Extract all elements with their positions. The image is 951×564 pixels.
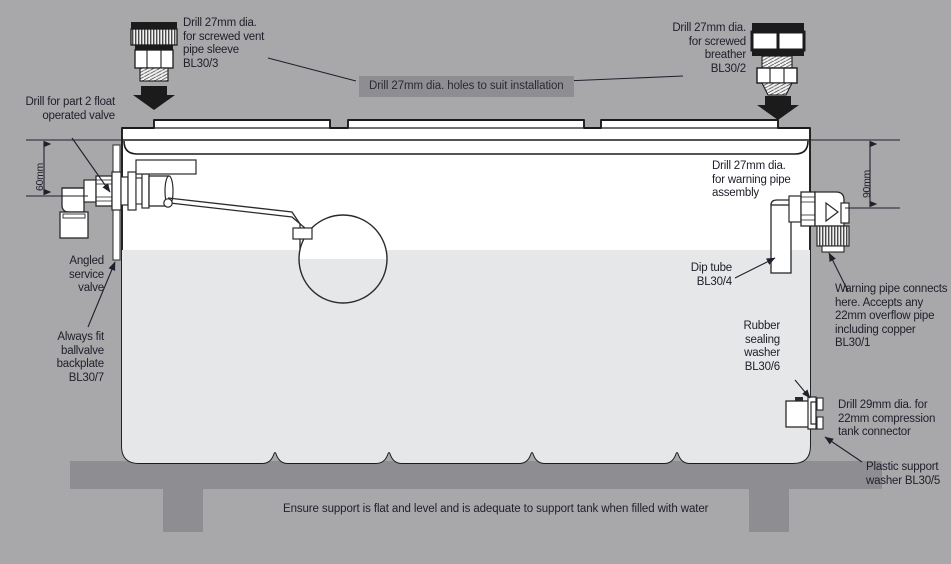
- dimension-label-right: 90mm: [861, 170, 873, 198]
- callout-rubber-sealing-washer: Rubber sealing washer BL30/6: [743, 320, 780, 373]
- support-note: Ensure support is flat and level and is …: [283, 503, 709, 515]
- dip-tube: [770, 199, 792, 274]
- callout-vent-pipe-sleeve: Drill 27mm dia. for screwed vent pipe sl…: [183, 17, 265, 70]
- callout-tank-connector: Drill 29mm dia. for 22mm compression tan…: [838, 399, 936, 439]
- water-tank-body: [121, 119, 811, 464]
- callout-dip-tube: Dip tube BL30/4: [690, 262, 732, 288]
- dimension-label-left: 60mm: [34, 163, 46, 191]
- vent-pipe-sleeve-fitting-icon: [130, 22, 178, 82]
- callout-float-operated-valve: Drill for part 2 float operated valve: [25, 96, 115, 122]
- callout-angled-service-valve: Angled service valve: [68, 255, 104, 295]
- down-arrow-icon: [133, 86, 175, 110]
- breather-fitting-icon: [750, 23, 806, 96]
- banner-drill-holes: Drill 27mm dia. holes to suit installati…: [359, 76, 574, 97]
- support-platform: [70, 461, 882, 532]
- dimension-right: [810, 139, 900, 209]
- dimension-left: [26, 139, 122, 197]
- leader-lines: [71, 57, 863, 463]
- down-arrow-icon: [757, 96, 799, 120]
- warning-pipe-assembly: [788, 191, 850, 253]
- angled-service-valve-assembly: [59, 159, 388, 304]
- callout-breather: Drill 27mm dia. for screwed breather BL3…: [672, 22, 746, 75]
- callout-warning-pipe-assembly: Drill 27mm dia. for warning pipe assembl…: [712, 160, 791, 200]
- callout-warning-pipe-connects: Warning pipe connects here. Accepts any …: [835, 283, 948, 350]
- tank-connector: [785, 396, 824, 430]
- callout-ballvalve-backplate: Always fit ballvalve backplate BL30/7: [56, 331, 105, 384]
- callout-plastic-support-washer: Plastic support washer BL30/5: [866, 461, 941, 487]
